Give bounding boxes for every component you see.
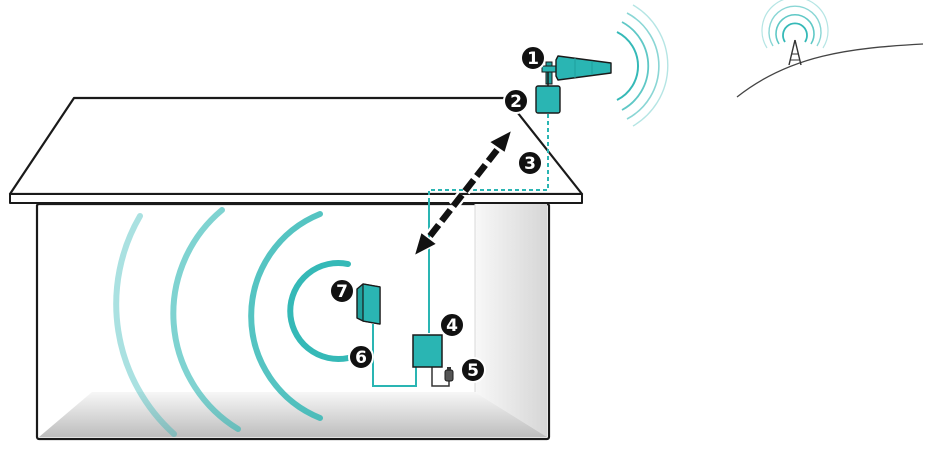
callout-number: 7 [336, 282, 348, 302]
callout-badge-2: 2 [503, 88, 529, 114]
callout-number: 6 [355, 348, 367, 368]
power-supply [444, 367, 454, 382]
roof-edge [9, 193, 583, 204]
callout-badge-7: 7 [329, 278, 355, 304]
outside-unit [535, 72, 561, 114]
outdoor-cable [428, 114, 549, 200]
callout-badge-1: 1 [520, 45, 546, 71]
inside-signal-waves-icon [113, 207, 351, 437]
callout-badge-3: 3 [517, 150, 543, 176]
callout-badge-4: 4 [439, 312, 465, 338]
hill-line [736, 43, 924, 98]
right-wall-shading [475, 204, 547, 437]
booster-unit [412, 334, 443, 368]
callout-number: 3 [524, 154, 536, 174]
outside-antenna [541, 55, 612, 85]
callout-badge-5: 5 [460, 357, 486, 383]
inside-antenna [356, 283, 381, 325]
signal-direction-arrow-icon [412, 128, 514, 258]
callout-badge-6: 6 [348, 344, 374, 370]
outside-antenna-signal-waves-icon [616, 4, 669, 127]
tower-signal-waves-icon [761, 0, 829, 49]
callout-number: 2 [510, 92, 522, 112]
callout-number: 1 [527, 49, 539, 69]
floor-shading [39, 392, 547, 437]
callout-number: 5 [467, 361, 479, 381]
callout-number: 4 [446, 316, 458, 336]
power-cable [431, 365, 450, 387]
hill-with-tower [736, 0, 924, 98]
house-roof [8, 96, 584, 204]
cell-tower-icon [788, 39, 802, 66]
